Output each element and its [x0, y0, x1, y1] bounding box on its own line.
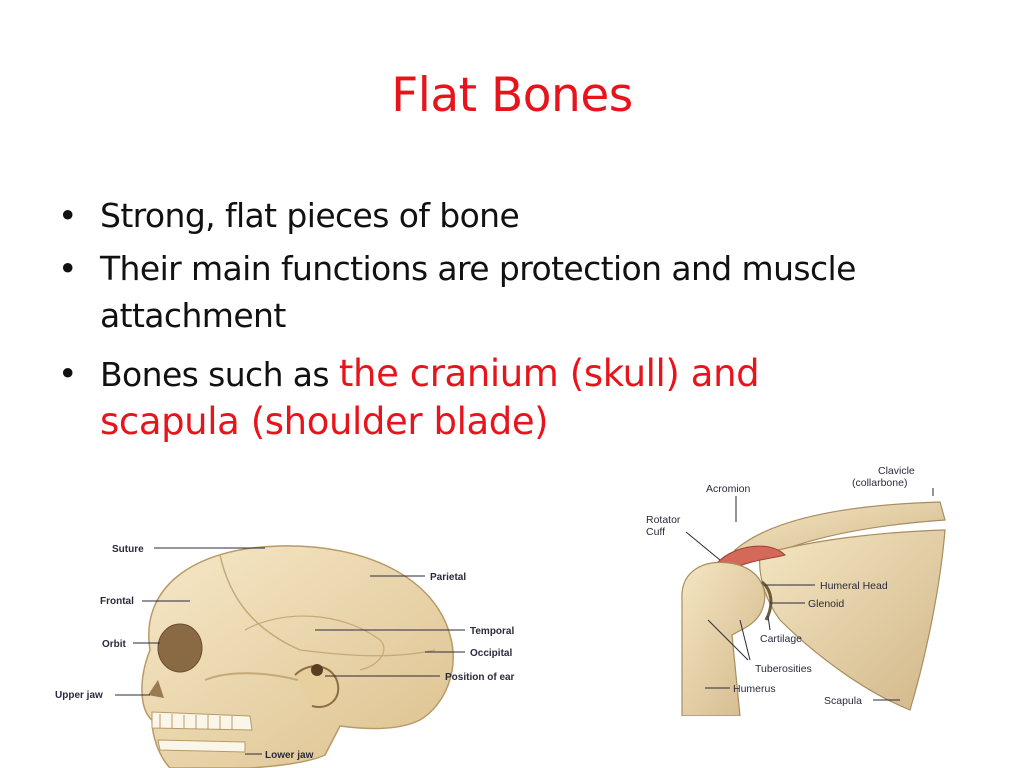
shoulder-label: (collarbone)	[852, 477, 907, 489]
shoulder-label: Humeral Head	[820, 580, 888, 592]
skull-label: Position of ear	[445, 672, 515, 683]
bullet-highlight-text: the cranium (skull) and scapula (shoulde…	[100, 352, 760, 443]
skull-label: Occipital	[470, 648, 512, 659]
skull-illustration	[141, 545, 454, 768]
skull-label: Upper jaw	[55, 690, 103, 701]
shoulder-label: Humerus	[733, 683, 776, 695]
skull-label: Parietal	[430, 572, 466, 583]
shoulder-label: Glenoid	[808, 598, 844, 610]
shoulder-label: Rotator	[646, 514, 681, 526]
skull-label: Suture	[112, 544, 144, 555]
bullet-text: Bones such as	[100, 355, 339, 394]
shoulder-label: Cuff	[646, 526, 665, 538]
bullet-item: • Their main functions are protection an…	[58, 245, 898, 339]
slide-title: Flat Bones	[391, 68, 633, 123]
bullet-dot-icon: •	[58, 354, 77, 393]
shoulder-label: Cartilage	[760, 633, 802, 645]
shoulder-label: Tuberosities	[755, 663, 812, 675]
skull-label: Orbit	[102, 639, 127, 650]
shoulder-illustration	[733, 501, 946, 561]
bullet-item: • Bones such as the cranium (skull) and …	[58, 350, 898, 446]
shoulder-label: Clavicle	[878, 465, 915, 477]
bullet-text: Strong, flat pieces of bone	[100, 196, 520, 235]
shoulder-label: Acromion	[706, 483, 751, 495]
skull-label: Temporal	[470, 626, 514, 637]
bullet-text: Their main functions are protection and …	[100, 249, 856, 335]
skull-label: Lower jaw	[265, 750, 314, 761]
bullet-list: • Strong, flat pieces of bone • Their ma…	[58, 192, 898, 446]
skull-label: Frontal	[100, 596, 134, 607]
bullet-dot-icon: •	[58, 249, 77, 288]
bullet-dot-icon: •	[58, 196, 77, 235]
bullet-item: • Strong, flat pieces of bone	[58, 192, 898, 239]
shoulder-label: Scapula	[824, 695, 862, 707]
shoulder-diagram: Clavicle (collarbone) Acromion Rotator C…	[646, 465, 946, 716]
skull-diagram: Suture Parietal Frontal Temporal Orbit O…	[55, 544, 515, 768]
